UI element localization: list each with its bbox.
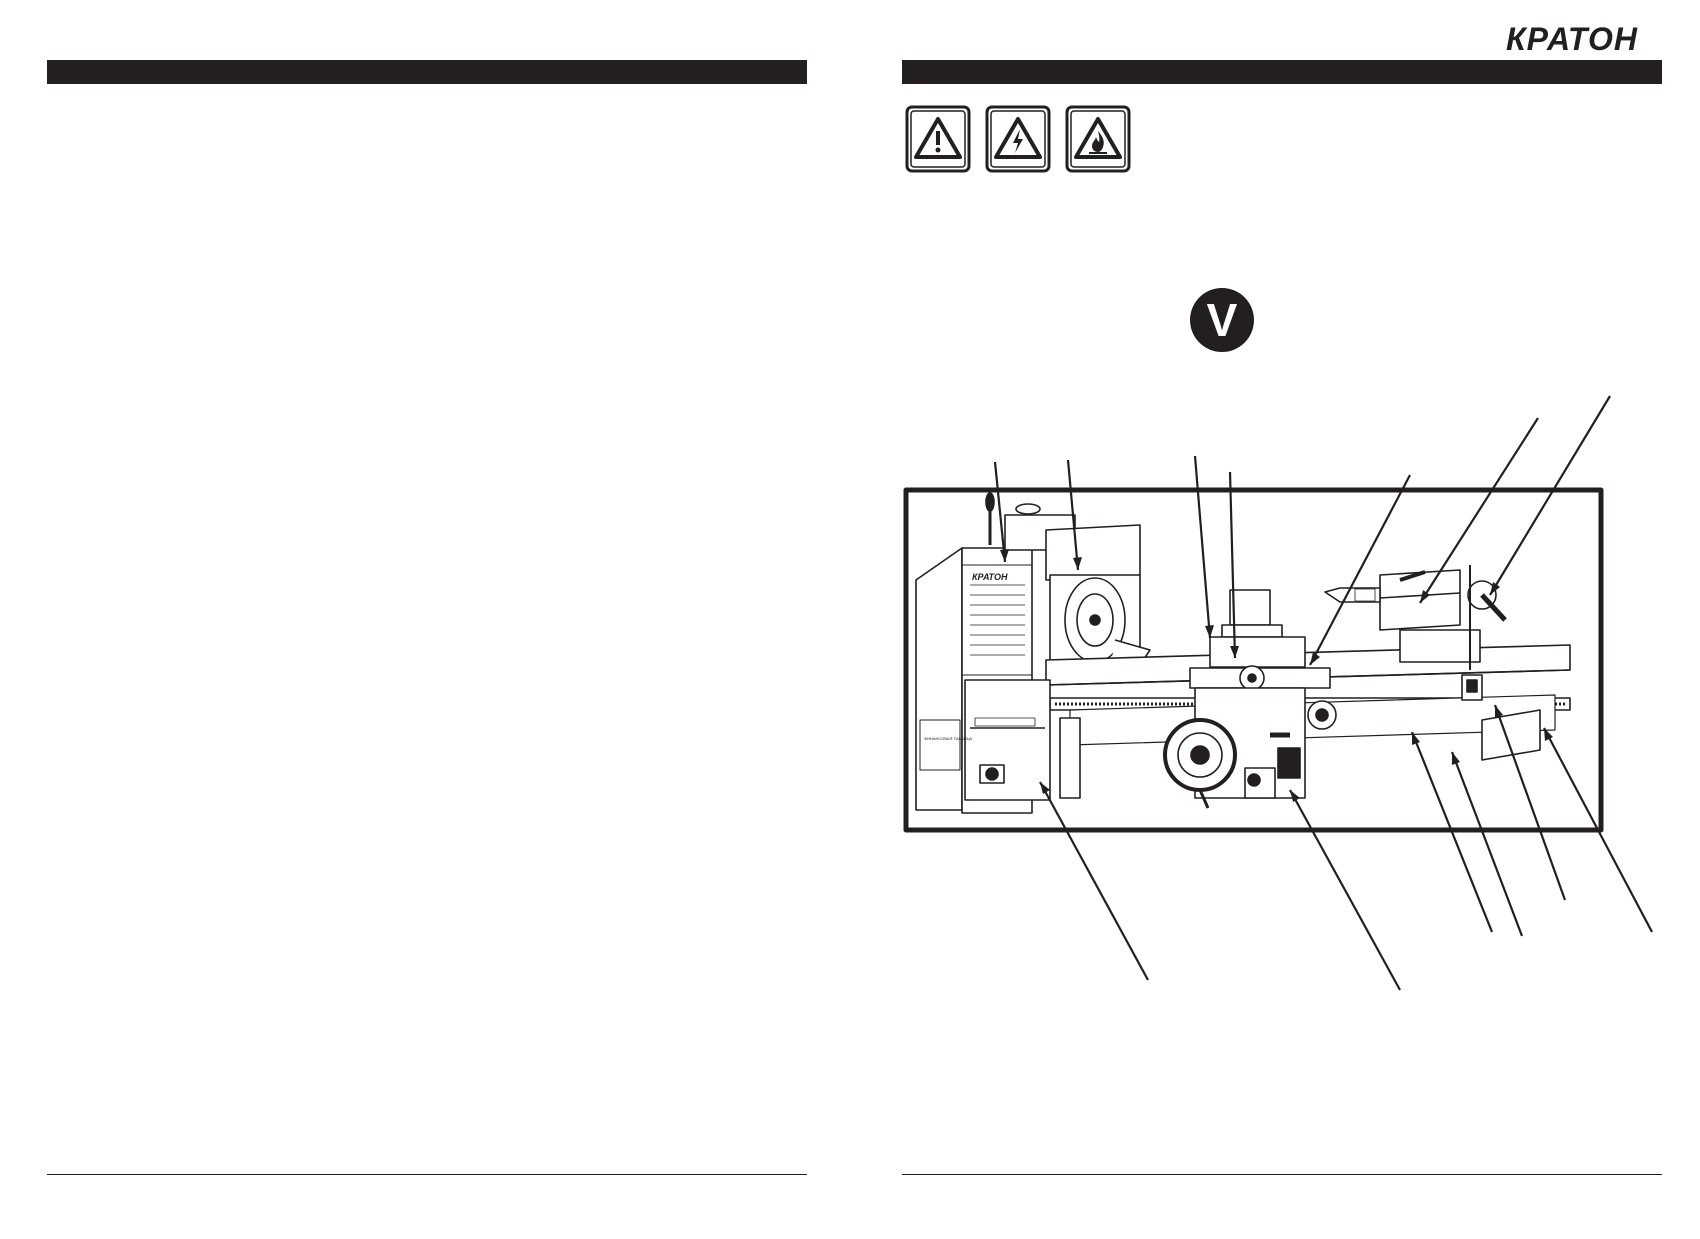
- callout-lines: [993, 395, 1653, 991]
- lathe-info-plate: ФИНАНСОВАЯ ТАБЛИЦА: [924, 736, 973, 741]
- bed-end: [1461, 674, 1541, 761]
- lathe-figure: КРАТОН ФИНАНСОВАЯ ТАБЛИЦА: [903, 395, 1653, 991]
- right-footer-rule: [902, 1174, 1662, 1175]
- carriage: [1163, 589, 1331, 809]
- right-page: КРАТОН V: [850, 0, 1700, 1239]
- section-marker: V: [1190, 288, 1254, 352]
- right-header-bar: [902, 60, 1662, 84]
- figure-frame: [903, 487, 1604, 833]
- left-page: [47, 60, 807, 1175]
- electric-shock-warning-icon: [985, 105, 1051, 173]
- tailstock: [1324, 565, 1507, 670]
- left-header-bar: [47, 60, 807, 84]
- gearbox: [964, 679, 1081, 801]
- chuck-guard: [1045, 524, 1151, 666]
- feed-handwheel: [1307, 700, 1337, 730]
- left-footer-rule: [47, 1174, 807, 1175]
- callout-arrowheads: [1000, 549, 1553, 802]
- fire-hazard-warning-icon: [1065, 105, 1131, 173]
- general-warning-icon: [905, 105, 971, 173]
- lathe-nameplate: КРАТОН: [972, 572, 1008, 582]
- brand-logo: КРАТОН: [1506, 21, 1638, 57]
